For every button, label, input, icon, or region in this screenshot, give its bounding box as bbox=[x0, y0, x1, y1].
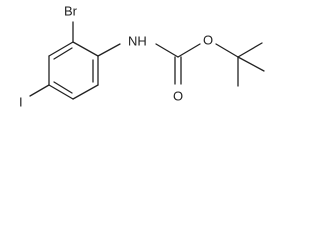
ring-double-bond-c4-c5 bbox=[53, 81, 73, 94]
ring-bond-c1-c2 bbox=[72, 41, 99, 57]
ring-bond-c4-c5 bbox=[48, 84, 74, 100]
bond-o-to-quaternary-c bbox=[215, 43, 239, 58]
bond-carbonyl-c-to-o bbox=[177, 43, 201, 58]
atom-label-bromine: Br bbox=[64, 3, 78, 18]
ring-double-bond-c2-c3 bbox=[53, 47, 73, 60]
chemical-structure-diagram: Br NH I O O bbox=[19, 3, 265, 109]
benzene-ring bbox=[48, 41, 99, 100]
bond-nh-to-carbonyl-c bbox=[155, 43, 179, 58]
bond-ring-to-i bbox=[29, 84, 50, 97]
ring-bond-c2-c3 bbox=[48, 41, 74, 57]
ring-bond-c5-c6 bbox=[72, 84, 99, 100]
bond-ring-to-nh bbox=[97, 43, 121, 57]
bond-tbutyl-methyl-right bbox=[237, 56, 265, 72]
atom-label-iodine: I bbox=[19, 94, 23, 109]
atom-label-ether-oxygen: O bbox=[203, 32, 213, 47]
bond-tbutyl-methyl-top bbox=[237, 42, 263, 58]
atom-label-carbonyl-oxygen: O bbox=[173, 88, 183, 103]
atom-label-nh: NH bbox=[128, 33, 147, 48]
